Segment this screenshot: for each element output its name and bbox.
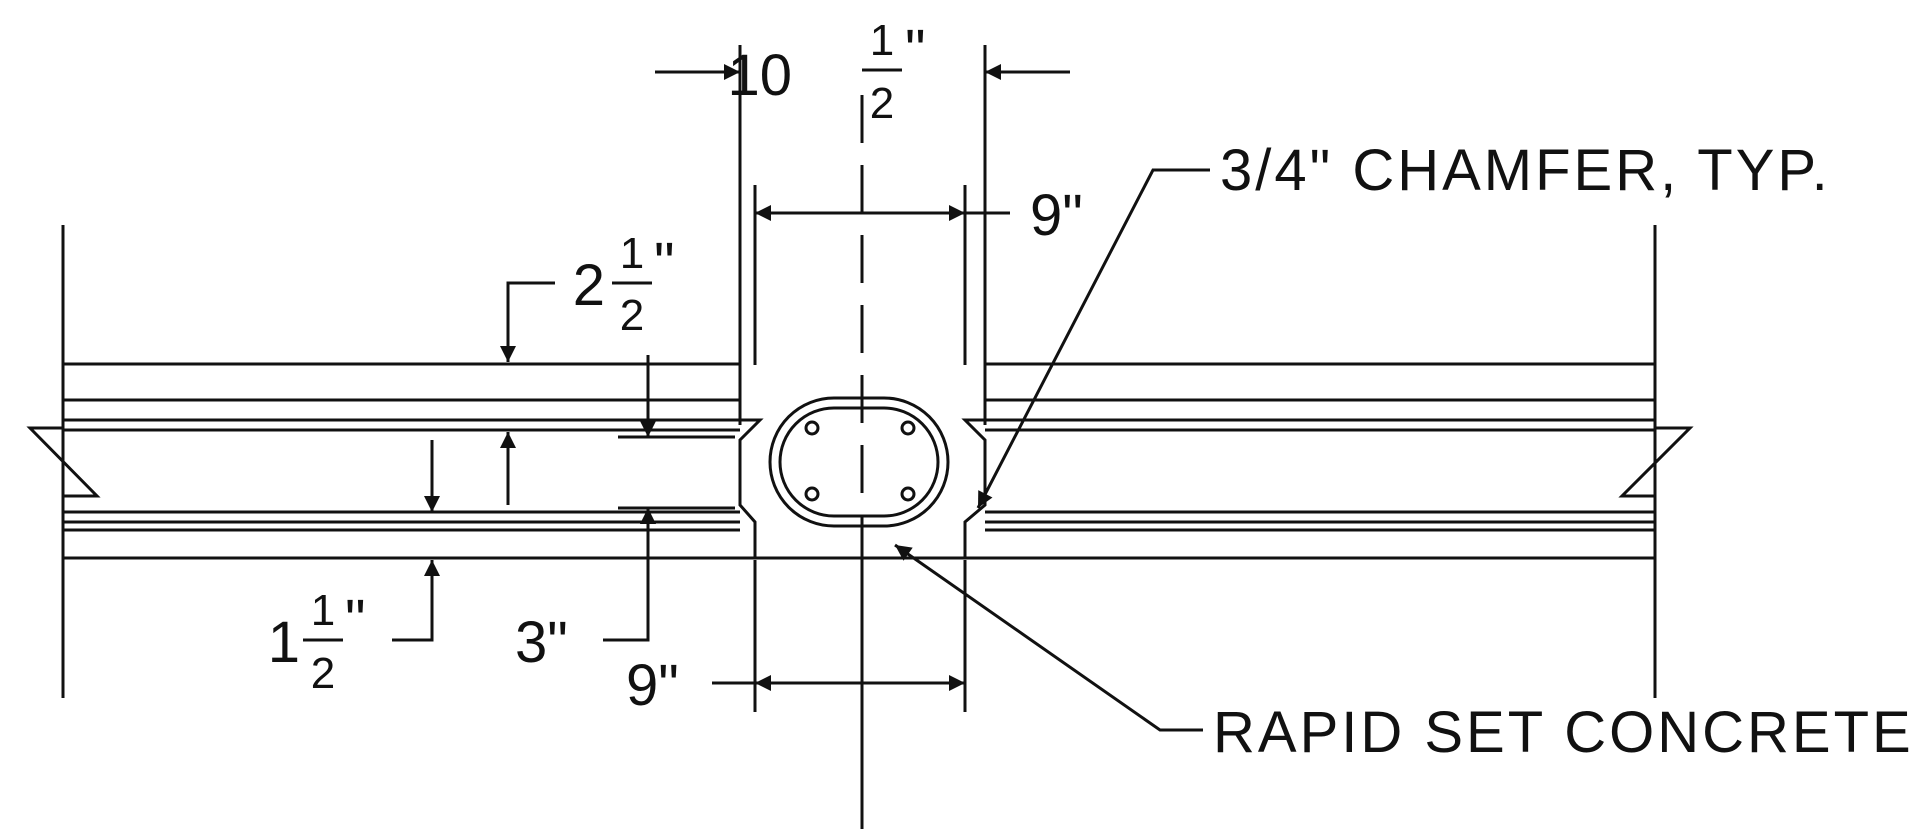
chamfer-leader bbox=[976, 168, 1210, 509]
bottom-cover-whole: 1 bbox=[268, 610, 300, 675]
depth-leader bbox=[603, 508, 656, 642]
rebar-bar-bottom-right bbox=[900, 486, 916, 502]
top-width-numerator: 1 bbox=[870, 16, 894, 65]
inner-width-label: 9" bbox=[1030, 183, 1083, 248]
top-cover-unit: " bbox=[654, 231, 675, 296]
bottom-cover-leader bbox=[392, 560, 440, 642]
depth-label: 3" bbox=[515, 610, 568, 675]
bottom-width-label: 9" bbox=[626, 653, 679, 718]
top-width-whole: 10 bbox=[727, 43, 792, 108]
top-cover-numerator: 1 bbox=[620, 229, 644, 278]
rapid-set-leader bbox=[894, 543, 1203, 732]
rebar-bar-top-right bbox=[900, 420, 916, 436]
rebar-bar-top-left bbox=[804, 420, 820, 436]
right-break-line bbox=[1618, 426, 1694, 498]
left-break-line bbox=[26, 426, 101, 498]
top-cover-whole: 2 bbox=[573, 253, 605, 318]
bottom-cover-numerator: 1 bbox=[311, 586, 335, 635]
top-width-denominator: 2 bbox=[870, 79, 894, 128]
top-cover-dimension-label: 2 1 2 " bbox=[573, 229, 675, 340]
bottom-cover-dimension-label: 1 1 2 " bbox=[268, 586, 366, 698]
bottom-cover-unit: " bbox=[345, 588, 366, 653]
bottom-cover-denominator: 2 bbox=[311, 649, 335, 698]
rapid-set-concrete-note: RAPID SET CONCRETE bbox=[1213, 700, 1914, 765]
rebar-hoop-inner bbox=[778, 406, 940, 518]
chamfer-note: 3/4" CHAMFER, TYP. bbox=[1220, 138, 1831, 203]
top-cover-denominator: 2 bbox=[620, 291, 644, 340]
top-width-dimension-label: 10 1 2 " bbox=[727, 16, 925, 128]
top-cover-leader bbox=[500, 281, 555, 362]
top-width-unit: " bbox=[905, 18, 926, 83]
rebar-hoop bbox=[768, 396, 950, 528]
rebar-bar-bottom-left bbox=[804, 486, 820, 502]
